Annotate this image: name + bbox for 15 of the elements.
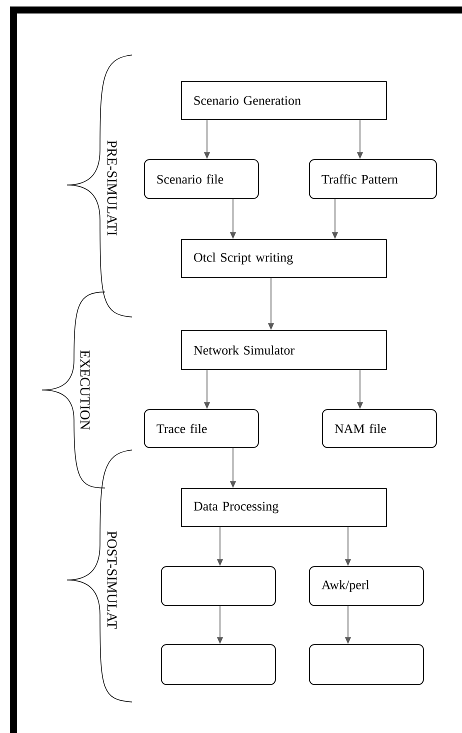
rounded-box: [161, 566, 276, 606]
phase-label: EXECUTION: [80, 350, 90, 430]
rounded-box: Awk/perl: [309, 566, 424, 606]
rounded-box: [309, 644, 424, 685]
process-box: Network Simulator: [181, 330, 387, 370]
rounded-box: [161, 644, 276, 685]
process-box: Data Processing: [181, 488, 387, 527]
rounded-box: Scenario file: [144, 159, 259, 199]
rounded-box: Traffic Pattern: [309, 159, 437, 199]
rounded-box: NAM file: [322, 409, 437, 448]
phase-label: PRE-SIMULATI: [107, 140, 117, 236]
phase-label: POST-SIMULAT: [107, 531, 117, 629]
rounded-box: Trace file: [144, 409, 259, 448]
process-box: Scenario Generation: [181, 81, 387, 120]
process-box: Otcl Script writing: [181, 239, 387, 278]
